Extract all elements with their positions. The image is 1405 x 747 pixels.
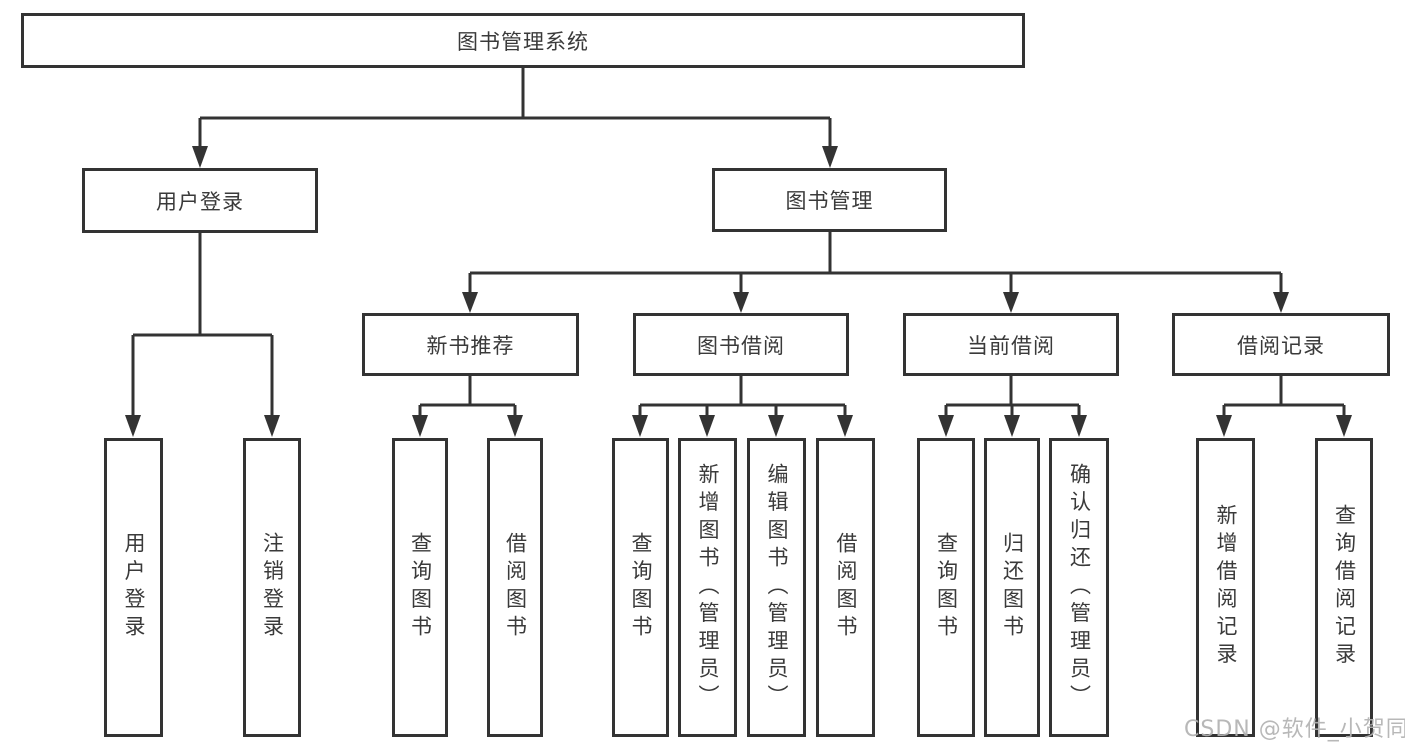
node-leaf-query-books-1: 查询图书 bbox=[392, 438, 448, 737]
node-leaf-edit-books: 编辑图书（管理员） bbox=[747, 438, 806, 737]
node-leaf-borrow-books-2: 借阅图书 bbox=[816, 438, 875, 737]
leaf-label: 查询图书 bbox=[629, 532, 653, 643]
node-leaf-user-login: 用户登录 bbox=[104, 438, 163, 737]
leaf-label: 查询借阅记录 bbox=[1332, 504, 1357, 671]
csdn-watermark: CSDN @软件_小贺同学 bbox=[1184, 717, 1405, 742]
leaf-label: 确认归还（管理员） bbox=[1067, 462, 1092, 713]
leaf-label: 新增图书（管理员） bbox=[696, 462, 720, 713]
leaf-label: 归还图书 bbox=[1000, 532, 1025, 643]
leaf-label: 查询图书 bbox=[408, 532, 433, 643]
node-leaf-logout: 注销登录 bbox=[243, 438, 301, 737]
node-user-login: 用户登录 bbox=[82, 168, 318, 233]
leaf-label: 借阅图书 bbox=[834, 532, 858, 643]
node-book-borrow: 图书借阅 bbox=[633, 313, 849, 376]
node-leaf-return-books: 归还图书 bbox=[984, 438, 1040, 737]
node-leaf-confirm-return: 确认归还（管理员） bbox=[1049, 438, 1109, 737]
arrowheads bbox=[125, 146, 1352, 437]
node-current-borrow: 当前借阅 bbox=[903, 313, 1119, 376]
leaf-label: 编辑图书（管理员） bbox=[765, 462, 789, 713]
node-root: 图书管理系统 bbox=[21, 13, 1025, 68]
leaf-label: 用户登录 bbox=[122, 532, 146, 643]
node-leaf-add-borrow-record: 新增借阅记录 bbox=[1196, 438, 1255, 737]
node-book-management: 图书管理 bbox=[712, 168, 947, 232]
node-borrow-record: 借阅记录 bbox=[1172, 313, 1390, 376]
node-leaf-query-borrow-record: 查询借阅记录 bbox=[1315, 438, 1373, 737]
leaf-label: 借阅图书 bbox=[503, 532, 528, 643]
node-leaf-add-books: 新增图书（管理员） bbox=[678, 438, 737, 737]
node-leaf-borrow-books-1: 借阅图书 bbox=[487, 438, 543, 737]
node-new-book-recommend: 新书推荐 bbox=[362, 313, 579, 376]
leaf-label: 查询图书 bbox=[934, 532, 959, 643]
leaf-label: 新增借阅记录 bbox=[1214, 504, 1238, 671]
node-leaf-query-books-2: 查询图书 bbox=[612, 438, 669, 737]
node-leaf-query-books-3: 查询图书 bbox=[917, 438, 975, 737]
leaf-label: 注销登录 bbox=[260, 532, 285, 643]
